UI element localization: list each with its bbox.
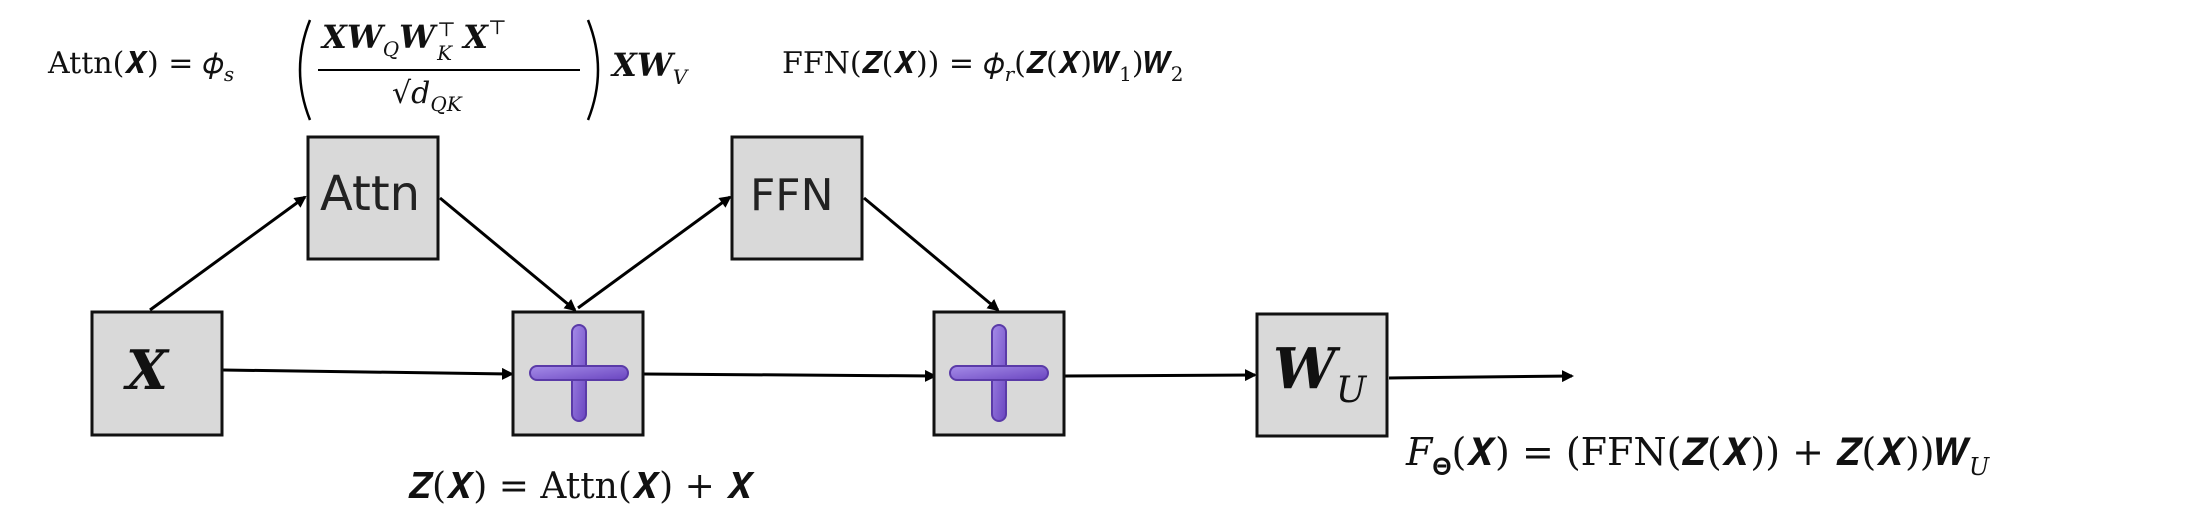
ffn-box-label: FFN (750, 170, 834, 221)
attn-rhs-sub: V (672, 65, 688, 89)
attn-num-wk: 𝑾 (399, 18, 436, 56)
wu-box-label-main: 𝑾 (1273, 336, 1336, 402)
ffn-eq-text: FFN(𝒁(𝑿)) = 𝜙 (782, 46, 1005, 81)
plus-icon (529, 324, 629, 422)
x-box (90, 310, 224, 437)
attn-den-sub: QK (430, 92, 462, 116)
arrow-plus1-to-ffn (577, 195, 732, 310)
plus-icon (949, 324, 1049, 422)
wu-box-label: 𝑾U (1273, 336, 1366, 411)
attn-num-q: Q (382, 37, 400, 61)
ffn-eq-rest2: )𝑾 (1131, 46, 1171, 81)
wu-box-label-sub: U (1335, 370, 1367, 411)
attn-num-x: 𝑿 (463, 18, 488, 56)
ffn-equation: FFN(𝒁(𝑿)) = 𝜙r(𝒁(𝑿)𝑾1)𝑾2 (782, 46, 1184, 86)
attn-rhs-xw: 𝑿𝑾 (612, 46, 673, 84)
f-eq-rhs-sub: U (1969, 453, 1990, 481)
attn-num-top2: ⊤ (487, 15, 507, 39)
ffn-eq-sub-r: r (1004, 62, 1015, 86)
attn-box (306, 135, 440, 261)
f-equation: 𝐹𝚯(𝑿) = (FFN(𝒁(𝑿)) + 𝒁(𝑿))𝑾U (1406, 430, 1989, 481)
f-eq-rhs: (𝑿) = (FFN(𝒁(𝑿)) + 𝒁(𝑿))𝑾 (1451, 430, 1970, 474)
ffn-eq-rest: (𝒁(𝑿)𝑾 (1014, 46, 1120, 81)
arrow-attn-to-plus1 (439, 196, 577, 312)
ffn-eq-sub-1: 1 (1119, 62, 1132, 86)
arrow-x-to-attn (149, 195, 307, 312)
attn-right-paren (586, 19, 600, 121)
attn-equation-denominator: √𝑑QK (392, 76, 462, 116)
attn-num-k-group: ⊤K (435, 17, 463, 65)
f-eq-lhs: 𝐹 (1406, 430, 1433, 474)
attn-num-xw: 𝑿𝑾 (322, 18, 383, 56)
ffn-eq-sub-2: 2 (1170, 62, 1184, 86)
attn-box-label: Attn (320, 166, 421, 222)
attn-eq-sub-s: s (223, 62, 235, 86)
wu-box (1255, 312, 1389, 438)
attn-equation-rhs: 𝑿𝑾V (612, 46, 687, 89)
arrow-plus2-to-wu (1063, 369, 1257, 382)
arrow-x-to-plus1 (222, 367, 514, 380)
arrow-wu-to-output (1388, 370, 1574, 383)
x-box-label: 𝑿 (126, 338, 168, 402)
attn-equation-lhs: Attn(𝑿) = 𝜙s (48, 46, 234, 86)
attn-num-k: K (437, 41, 453, 65)
arrow-plus1-to-plus2 (643, 369, 937, 382)
arrows (149, 195, 1574, 383)
f-eq-sub: 𝚯 (1432, 453, 1452, 481)
arrow-ffn-to-plus2 (863, 196, 1000, 312)
attn-eq-lhs-text: Attn(𝑿) = 𝜙 (48, 46, 224, 81)
attn-left-paren (298, 19, 312, 121)
z-equation: 𝒁(𝑿) = Attn(𝑿) + 𝑿 (408, 466, 754, 507)
attn-den-root: √𝑑 (392, 76, 431, 111)
ffn-box (730, 135, 864, 261)
attn-num-top: ⊤ (437, 17, 456, 41)
